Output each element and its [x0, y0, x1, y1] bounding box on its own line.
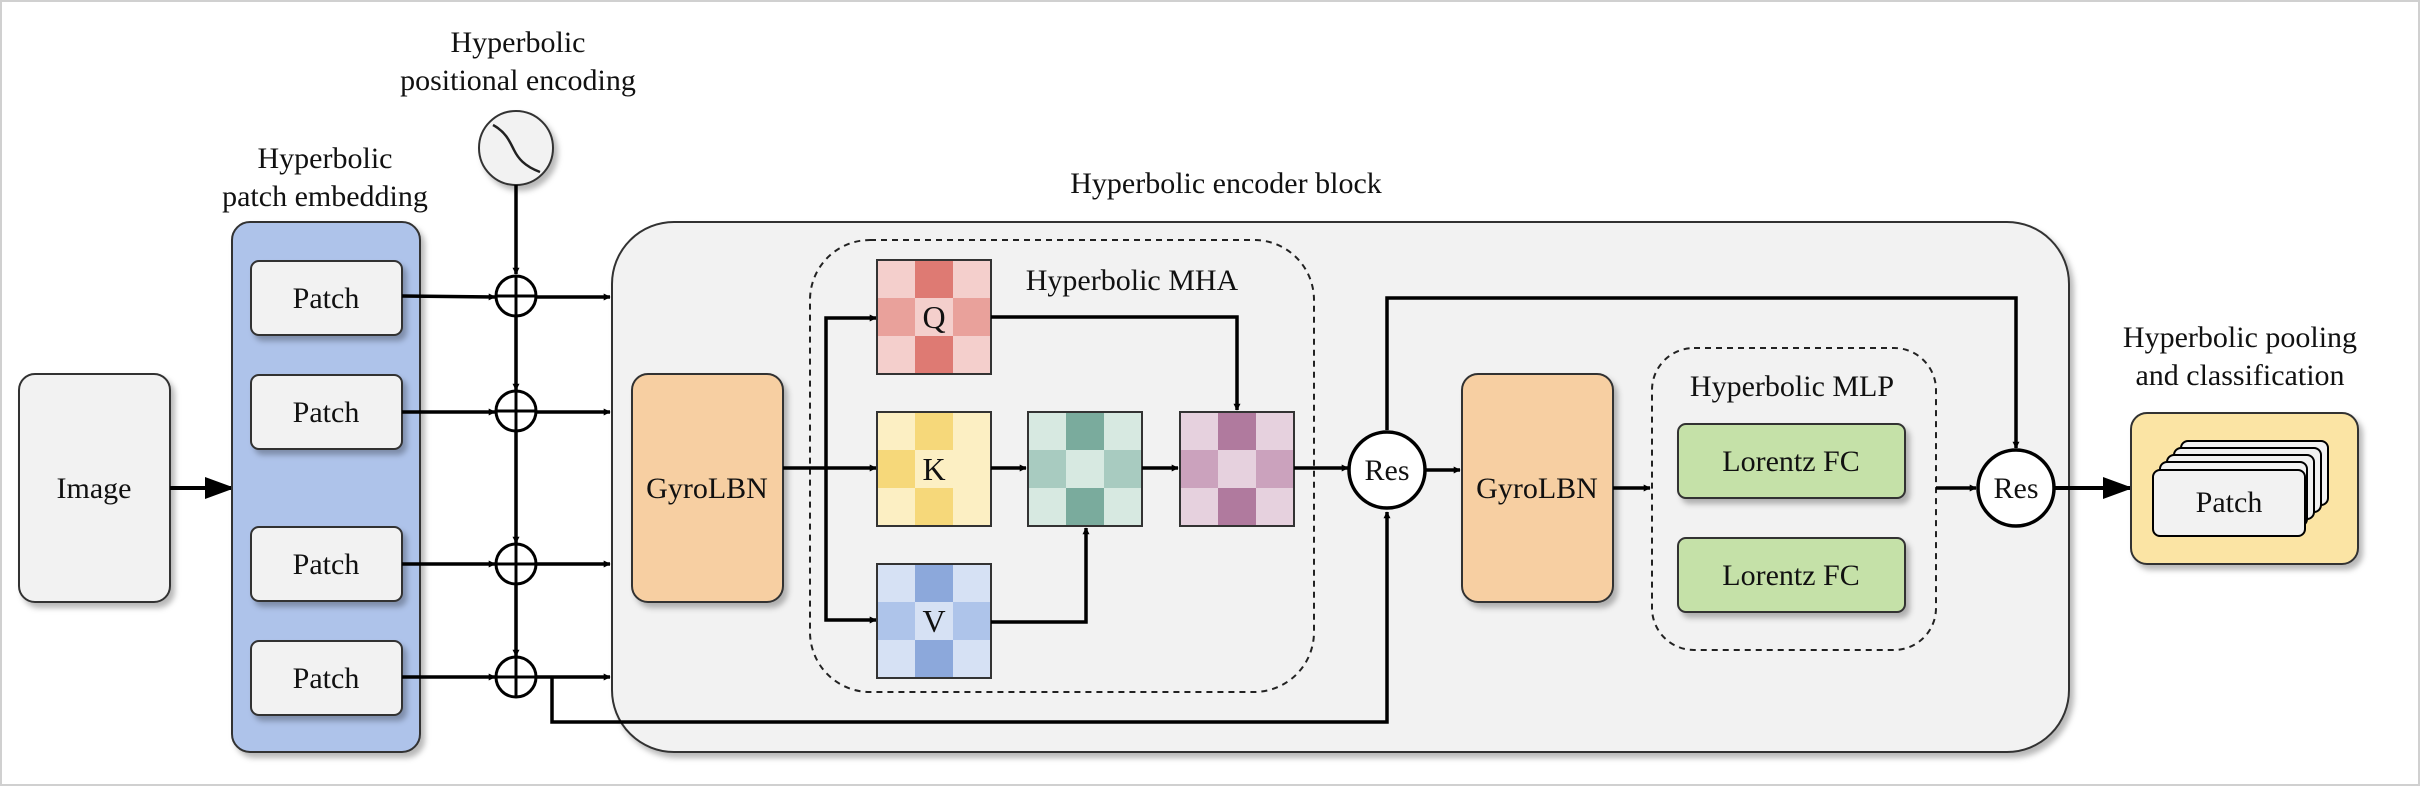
- positional-encoding: Hyperbolic positional encoding: [400, 26, 636, 186]
- res-1-label: Res: [1365, 454, 1410, 487]
- pooling-block: Hyperbolic pooling and classification Pa…: [2123, 321, 2359, 565]
- gyrolbn-2: GyroLBN: [1461, 373, 1614, 603]
- arrow-norm-to-v: [824, 468, 877, 624]
- image-label: Image: [57, 472, 132, 505]
- lorentz-fc-2-label: Lorentz FC: [1722, 559, 1859, 592]
- sine-wave-icon: [478, 110, 554, 186]
- q-matrix: Q: [876, 259, 992, 375]
- gyrolbn-1-box: [631, 373, 784, 603]
- arrow-q-to-out: [991, 315, 1241, 411]
- k-matrix: K: [876, 411, 992, 527]
- lorentz-fc-1-box: [1677, 423, 1906, 499]
- gyrolbn-1-label: GyroLBN: [646, 472, 768, 505]
- mlp-title: Hyperbolic MLP: [1690, 370, 1894, 403]
- adder-3: [494, 542, 538, 586]
- residual-skip-1: [550, 511, 1391, 724]
- residual-skip-2: [1385, 296, 2020, 449]
- patch-label-2: Patch: [293, 396, 360, 429]
- patch-label-3: Patch: [293, 548, 360, 581]
- adder-1: [494, 274, 538, 318]
- pooling-title-2: and classification: [2135, 359, 2344, 392]
- patch-embedding-block: Hyperbolic patch embedding Patch Patch P…: [222, 142, 428, 753]
- mha-container: [809, 239, 1315, 693]
- arrow-v-to-attn: [991, 527, 1090, 624]
- encoder-title: Hyperbolic encoder block: [1070, 167, 1382, 200]
- lorentz-fc-1-label: Lorentz FC: [1722, 445, 1859, 478]
- mlp-container: [1651, 347, 1937, 651]
- patch-box-1: [250, 260, 403, 336]
- adder-4: [494, 655, 538, 699]
- patch-embedding-title-1: Hyperbolic: [258, 142, 393, 175]
- patch-label-4: Patch: [293, 662, 360, 695]
- patch-embedding-title-2: patch embedding: [222, 180, 428, 213]
- lorentz-fc-1: Lorentz FC: [1677, 423, 1906, 499]
- pooling-patch-label: Patch: [2196, 486, 2263, 519]
- k-label: K: [922, 451, 945, 487]
- lorentz-fc-2-box: [1677, 537, 1906, 613]
- lorentz-fc-2: Lorentz FC: [1677, 537, 1906, 613]
- gyrolbn-1: GyroLBN: [631, 373, 784, 603]
- wave-curve: [492, 123, 541, 174]
- q-label: Q: [922, 299, 945, 335]
- pos-encoding-title-2: positional encoding: [400, 64, 636, 97]
- image-block: Image: [18, 373, 171, 603]
- patch-label-1: Patch: [293, 282, 360, 315]
- res-2-label: Res: [1994, 472, 2039, 505]
- pos-encoding-title-1: Hyperbolic: [451, 26, 586, 59]
- mha-output-matrix: [1179, 411, 1295, 527]
- adder-2: [494, 389, 538, 433]
- res-2: Res: [1976, 448, 2056, 528]
- v-label: V: [922, 603, 945, 639]
- pooling-title-1: Hyperbolic pooling: [2123, 321, 2357, 354]
- gyrolbn-2-label: GyroLBN: [1476, 472, 1598, 505]
- mha-title: Hyperbolic MHA: [1026, 264, 1239, 297]
- arrow-patch1-to-add: [401, 293, 496, 301]
- patch-embedding-box: [231, 221, 421, 753]
- res-1: Res: [1347, 430, 1427, 510]
- stacked-patch-1: [2152, 469, 2306, 537]
- arrow-norm-to-q: [824, 314, 877, 468]
- attention-matrix: [1027, 411, 1143, 527]
- v-matrix: V: [876, 563, 992, 679]
